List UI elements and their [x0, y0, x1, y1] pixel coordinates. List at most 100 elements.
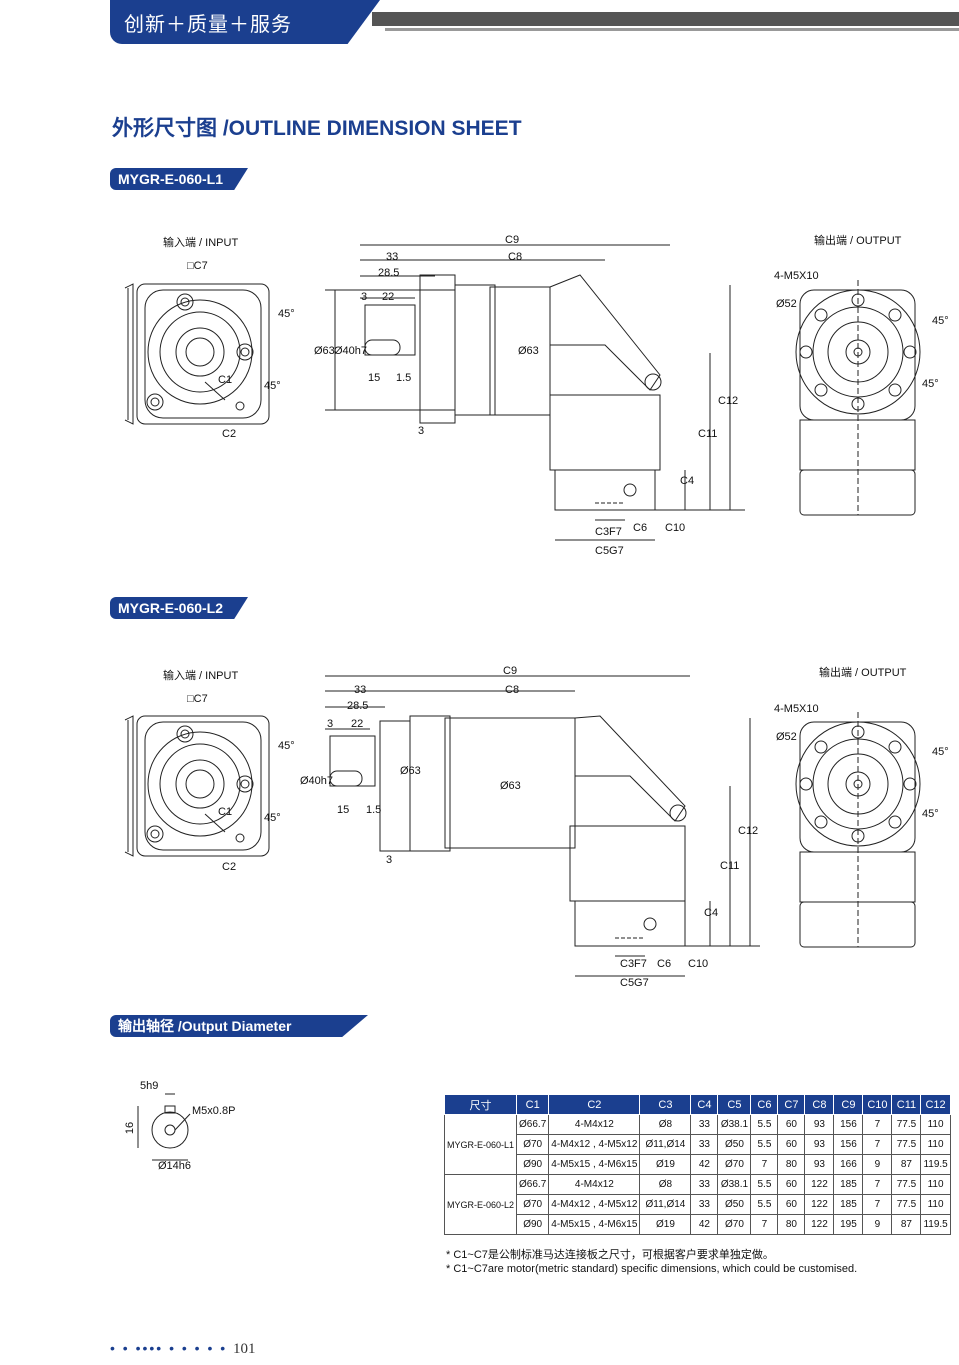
- dim-15b-l1: 1.5: [396, 372, 412, 384]
- table-cell: 87: [891, 1214, 922, 1235]
- angle-label-l1d: 45°: [922, 378, 939, 390]
- d52-label-l2: Ø52: [776, 731, 797, 743]
- output-label-l2: 输出端 / OUTPUT: [819, 667, 907, 679]
- table-cell: 195: [833, 1214, 864, 1235]
- table-row: Ø70 4-M4x12 , 4-M5x12 Ø11,Ø14 33 Ø50 5.5…: [445, 1134, 951, 1155]
- table-cell: 93: [804, 1114, 835, 1135]
- table-cell: 110: [920, 1194, 951, 1215]
- table-cell: 33: [690, 1134, 719, 1155]
- m5x10-label-l2: 4-M5X10: [774, 703, 819, 715]
- table-cell: Ø38.1: [717, 1174, 752, 1195]
- table-header: 尺寸: [443, 1094, 518, 1115]
- table-cell: 87: [891, 1154, 922, 1175]
- table-cell: 77.5: [891, 1194, 922, 1215]
- thread-label: M5x0.8P: [192, 1105, 236, 1117]
- table-row: MYGR-E-060-L1 Ø66.7 4-M4x12 Ø8 33 Ø38.1 …: [443, 1114, 951, 1175]
- table-cell: 80: [777, 1214, 806, 1235]
- dim-d40-l1: Ø40h7: [334, 345, 368, 357]
- dim-15-l2: 15: [337, 804, 350, 816]
- table-cell: 9: [862, 1154, 893, 1175]
- table-cell: 110: [920, 1174, 951, 1195]
- table-cell: 93: [804, 1134, 835, 1155]
- table-header-row: 尺寸 C1 C2 C3 C4 C5 C6 C7 C8 C9 C10 C11 C1…: [443, 1094, 951, 1115]
- model-badge-l1: MYGR-E-060-L1: [110, 168, 248, 190]
- key-width-label: 5h9: [140, 1080, 159, 1092]
- c8-label-l2: C8: [505, 684, 520, 696]
- table-cell: Ø70: [717, 1214, 752, 1235]
- dim-3-l1: 3: [361, 291, 368, 303]
- table-cell: 156: [833, 1114, 864, 1135]
- dim-22-l1: 22: [382, 291, 395, 303]
- table-header: C12: [920, 1094, 951, 1115]
- model-badge-l2: MYGR-E-060-L2: [110, 597, 248, 619]
- dim-33-l1: 33: [386, 251, 399, 263]
- angle-label-l2c: 45°: [932, 746, 949, 758]
- input-view-l1: [125, 270, 285, 440]
- dim-d63b-l1: Ø63: [518, 345, 539, 357]
- c9-label-l2: C9: [503, 665, 518, 677]
- table-cell: 119.5: [920, 1214, 951, 1235]
- dim-d63-l1: Ø63: [314, 345, 335, 357]
- page-number: 101: [233, 1341, 256, 1357]
- table-cell: 80: [777, 1154, 806, 1175]
- page-footer: • • •••• • • • • • 101: [110, 1340, 256, 1358]
- c11-label-l1: C11: [698, 428, 718, 440]
- dim-3b-l1: 3: [418, 425, 425, 437]
- table-cell: 7: [862, 1114, 893, 1135]
- c4-label-l1: C4: [680, 475, 695, 487]
- table-cell: 122: [804, 1214, 835, 1235]
- table-header: C6: [750, 1094, 779, 1115]
- c5-label-l2: C5G7: [620, 977, 649, 989]
- c7-label-l2: □C7: [187, 693, 208, 705]
- angle-label-l2a: 45°: [278, 740, 295, 752]
- dim-3b-l2: 3: [386, 854, 393, 866]
- table-cell: 77.5: [891, 1134, 922, 1155]
- c4-label-l2: C4: [704, 907, 719, 919]
- output-view-l2: [775, 712, 955, 952]
- side-view-l2: [325, 676, 760, 996]
- table-cell: 7: [862, 1174, 893, 1195]
- table-cell: Ø90: [516, 1214, 550, 1235]
- table-cell: 33: [690, 1174, 719, 1195]
- c7-label-l1: □C7: [187, 260, 208, 272]
- table-cell: Ø90: [516, 1154, 550, 1175]
- table-cell: Ø70: [717, 1154, 752, 1175]
- table-cell: Ø50: [717, 1134, 752, 1155]
- side-view-l1: [325, 245, 745, 565]
- table-header: C2: [548, 1094, 641, 1115]
- table-cell: 166: [833, 1154, 864, 1175]
- table-cell: Ø38.1: [717, 1114, 752, 1135]
- c1-label-l2: C1: [218, 806, 233, 818]
- angle-label-l2b: 45°: [264, 812, 281, 824]
- table-cell: 4-M4x12 , 4-M5x12: [548, 1194, 641, 1215]
- angle-label-l2d: 45°: [922, 808, 939, 820]
- page-title: 外形尺寸图 /OUTLINE DIMENSION SHEET: [112, 117, 522, 140]
- table-cell: 60: [777, 1174, 806, 1195]
- header-slogan: 创新＋质量＋服务: [124, 14, 292, 36]
- dim-d40-l2: Ø40h7: [300, 775, 334, 787]
- shaft-height-label: 16: [124, 1121, 137, 1135]
- table-cell: 7: [750, 1154, 779, 1175]
- table-cell: 5.5: [750, 1114, 779, 1135]
- header-bar-thin: [385, 28, 959, 31]
- dim-33-l2: 33: [354, 684, 367, 696]
- table-cell: 60: [777, 1194, 806, 1215]
- note-chinese: * C1~C7是公制标准马达连接板之尺寸，可根据客户要求单独定做。: [446, 1249, 774, 1261]
- table-cell: 5.5: [750, 1134, 779, 1155]
- c8-label-l1: C8: [508, 251, 523, 263]
- output-label-l1: 输出端 / OUTPUT: [814, 235, 902, 247]
- c12-label-l1: C12: [718, 395, 739, 407]
- c9-label-l1: C9: [505, 234, 520, 246]
- table-cell: 5.5: [750, 1194, 779, 1215]
- table-header: C8: [804, 1094, 835, 1115]
- table-cell: 33: [690, 1194, 719, 1215]
- shaft-diameter-label: Ø14h6: [158, 1160, 192, 1172]
- table-cell: 185: [833, 1194, 864, 1215]
- table-cell: Ø66.7: [516, 1174, 550, 1195]
- output-diameter-badge: 输出轴径 /Output Diameter: [110, 1015, 368, 1037]
- dim-d63b-l2: Ø63: [500, 780, 521, 792]
- dim-3-l2: 3: [327, 718, 334, 730]
- table-cell: 122: [804, 1174, 835, 1195]
- header-bar: [372, 12, 959, 26]
- c6-label-l1: C6: [633, 522, 648, 534]
